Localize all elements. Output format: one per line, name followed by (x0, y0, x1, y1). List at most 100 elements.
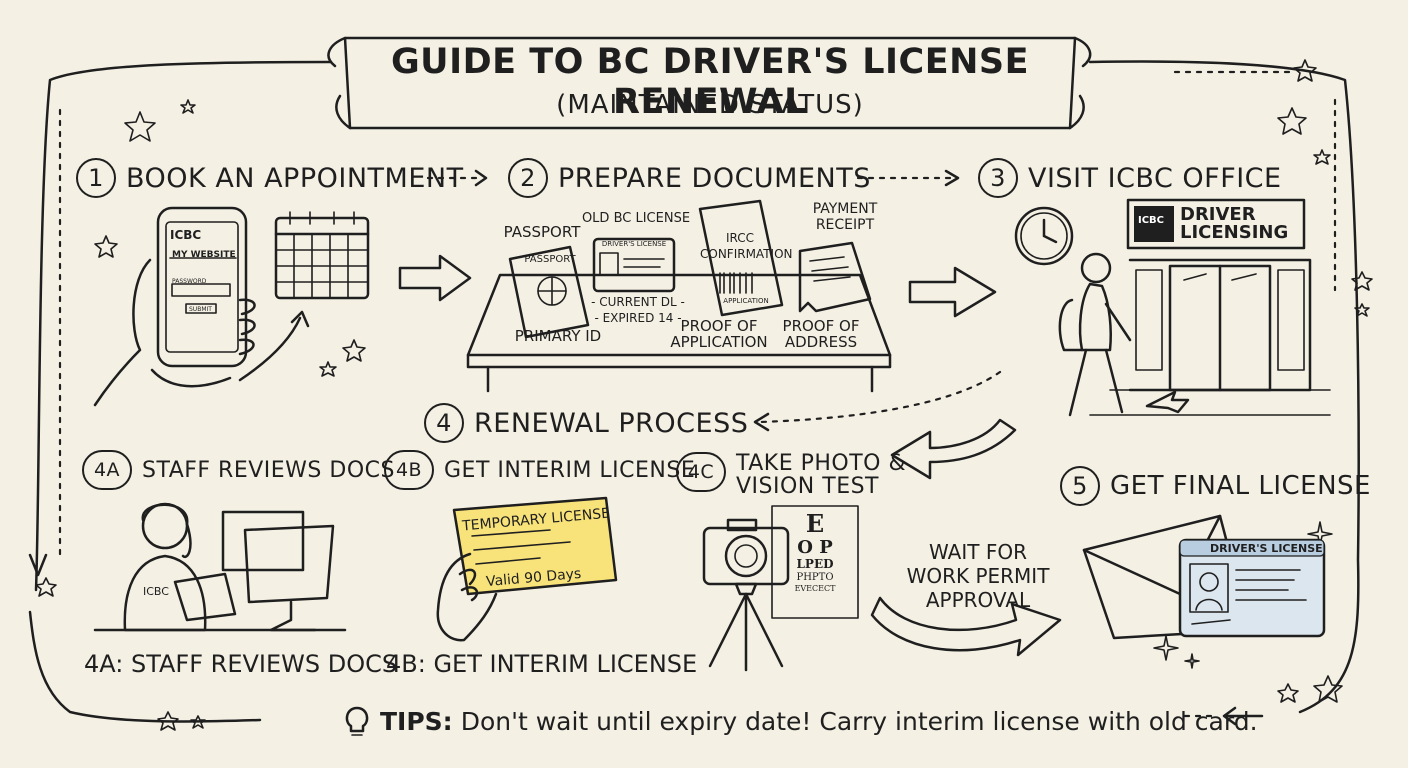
step-4-text: RENEWAL PROCESS (474, 407, 749, 439)
interim-license-icon (436, 496, 618, 642)
calendar-icon (274, 211, 370, 300)
phone-field-label: PASSWORD (172, 278, 207, 285)
page-subtitle: (MAINTAINED STATUS) (556, 90, 864, 120)
documents-table (466, 199, 892, 393)
clock-icon (1014, 206, 1074, 266)
tips-bar: TIPS: Don't wait until expiry date! Carr… (342, 704, 1258, 738)
phone-site: MY WEBSITE (172, 250, 236, 260)
title-banner (327, 36, 1092, 130)
arrow-3-4 (890, 418, 1017, 480)
arrow-wait (870, 596, 1062, 657)
office-sign-logo: ICBC (1138, 215, 1165, 226)
page-title: GUIDE TO BC DRIVER'S LICENSE RENEWAL (390, 42, 1030, 122)
proof-of-application-2: APPLICATION (670, 333, 768, 351)
passport-cover-text: PASSPORT (524, 254, 576, 265)
arrow-phone (238, 310, 310, 382)
phone-brand: ICBC (170, 228, 202, 242)
computer-icon (221, 510, 335, 632)
step-4-number: 4 (424, 403, 464, 443)
payment-receipt-1: PAYMENT (812, 201, 878, 217)
caption-4b: 4B: GET INTERIM LICENSE (386, 650, 698, 678)
proof-of-address-2: ADDRESS (784, 333, 858, 351)
step-4b-text: GET INTERIM LICENSE (444, 457, 696, 483)
tips-label: TIPS: (380, 706, 453, 736)
lightbulb-icon (345, 706, 369, 736)
old-license-label: OLD BC LICENSE (581, 211, 691, 226)
eye-chart-row-3: LPED (796, 557, 834, 572)
step-2-text: PREPARE DOCUMENTS (558, 162, 871, 194)
expired-label: - EXPIRED 14 - (594, 311, 682, 325)
receipt-icon (798, 241, 872, 313)
old-card-header: DRIVER'S LICENSE (601, 240, 667, 248)
arrow-2-3 (908, 266, 997, 318)
eye-chart: E O P LPED PHPTO EVECECT (772, 510, 858, 593)
wait-note-line-1: WAIT FOR (929, 540, 1027, 564)
step-2-number: 2 (508, 158, 548, 198)
passport-label: PASSPORT (503, 223, 581, 241)
step-1-number: 1 (76, 158, 116, 198)
step-3-text: VISIT ICBC OFFICE (1028, 162, 1282, 194)
step-5-label: 5 GET FINAL LICENSE (1060, 466, 1371, 506)
frame-left-line (34, 60, 332, 592)
ircc-title-2: CONFIRMATION (700, 247, 793, 261)
office-sign-line2: LICENSING (1180, 222, 1289, 243)
step-4c-text: TAKE PHOTO & (736, 451, 907, 476)
step-4-label: 4 RENEWAL PROCESS (424, 403, 748, 443)
step-4c-label: 4C TAKE PHOTO & VISION TEST (676, 452, 906, 498)
eye-chart-row-5: EVECECT (794, 583, 836, 593)
eye-chart-row-2: O P (797, 536, 833, 558)
staff-badge: ICBC (143, 585, 169, 598)
step-4c-number: 4C (676, 452, 726, 492)
current-dl-label: - CURRENT DL - (591, 295, 685, 309)
eye-chart-row-1: E (805, 509, 825, 538)
phone-submit-button: SUBMIT (189, 306, 212, 313)
proof-of-application-1: PROOF OF (680, 317, 758, 335)
wait-note-line-3: APPROVAL (925, 588, 1031, 612)
ircc-title-1: IRCC (725, 231, 755, 245)
photo-vision-scene (702, 505, 859, 672)
step-5-number: 5 (1060, 466, 1100, 506)
step-5-text: GET FINAL LICENSE (1110, 471, 1371, 501)
eye-chart-row-4: PHPTO (796, 572, 834, 584)
tripod-icon (708, 582, 784, 672)
passport-icon (508, 245, 590, 339)
icbc-office-scene (1014, 198, 1331, 417)
step-4c-text-2: VISION TEST (736, 474, 879, 500)
step-1-label: 1 BOOK AN APPOINTMENT (76, 158, 464, 198)
step-4b-label: 4B GET INTERIM LICENSE (384, 450, 695, 490)
license-card-icon (592, 237, 676, 293)
left-arrow-down (28, 553, 48, 577)
frame-bottom-left (28, 610, 262, 723)
step-4a-number: 4A (82, 450, 132, 490)
step-4a-text: STAFF REVIEWS DOCS (142, 457, 395, 483)
final-card-header: DRIVER'S LICENSE (1210, 542, 1323, 555)
step-3-label: 3 VISIT ICBC OFFICE (978, 158, 1282, 198)
step-4b-number: 4B (384, 450, 434, 490)
proof-of-address-1: PROOF OF (782, 317, 860, 335)
ircc-footer: APPLICATION (723, 297, 769, 305)
star-icon (35, 59, 1373, 731)
phone-icon (93, 206, 370, 407)
payment-receipt-2: RECEIPT (815, 217, 875, 233)
wait-note: WAIT FOR WORK PERMIT APPROVAL (888, 540, 1068, 612)
primary-id-label: PRIMARY ID (514, 327, 602, 345)
person-walking-icon (1058, 252, 1132, 417)
step-2-label: 2 PREPARE DOCUMENTS (508, 158, 871, 198)
eye-chart-icon (771, 505, 859, 619)
step-3-number: 3 (978, 158, 1018, 198)
door-icon (1128, 258, 1312, 392)
frame-right-line (1088, 60, 1360, 714)
caption-4a: 4A: STAFF REVIEWS DOCS (84, 650, 398, 678)
arrow-floor (1145, 390, 1190, 414)
step-1-text: BOOK AN APPOINTMENT (126, 162, 464, 194)
tips-text: Don't wait until expiry date! Carry inte… (460, 706, 1258, 736)
frame-bottom-right-arrow (1222, 706, 1264, 726)
step-4a-label: 4A STAFF REVIEWS DOCS (82, 450, 395, 490)
office-sign-line1: DRIVER (1180, 204, 1256, 225)
office-sign (1126, 198, 1306, 250)
wait-note-line-2: WORK PERMIT (906, 564, 1050, 588)
staff-icon (93, 502, 347, 632)
arrow-1-2 (398, 254, 472, 302)
final-license-scene (1082, 514, 1326, 640)
